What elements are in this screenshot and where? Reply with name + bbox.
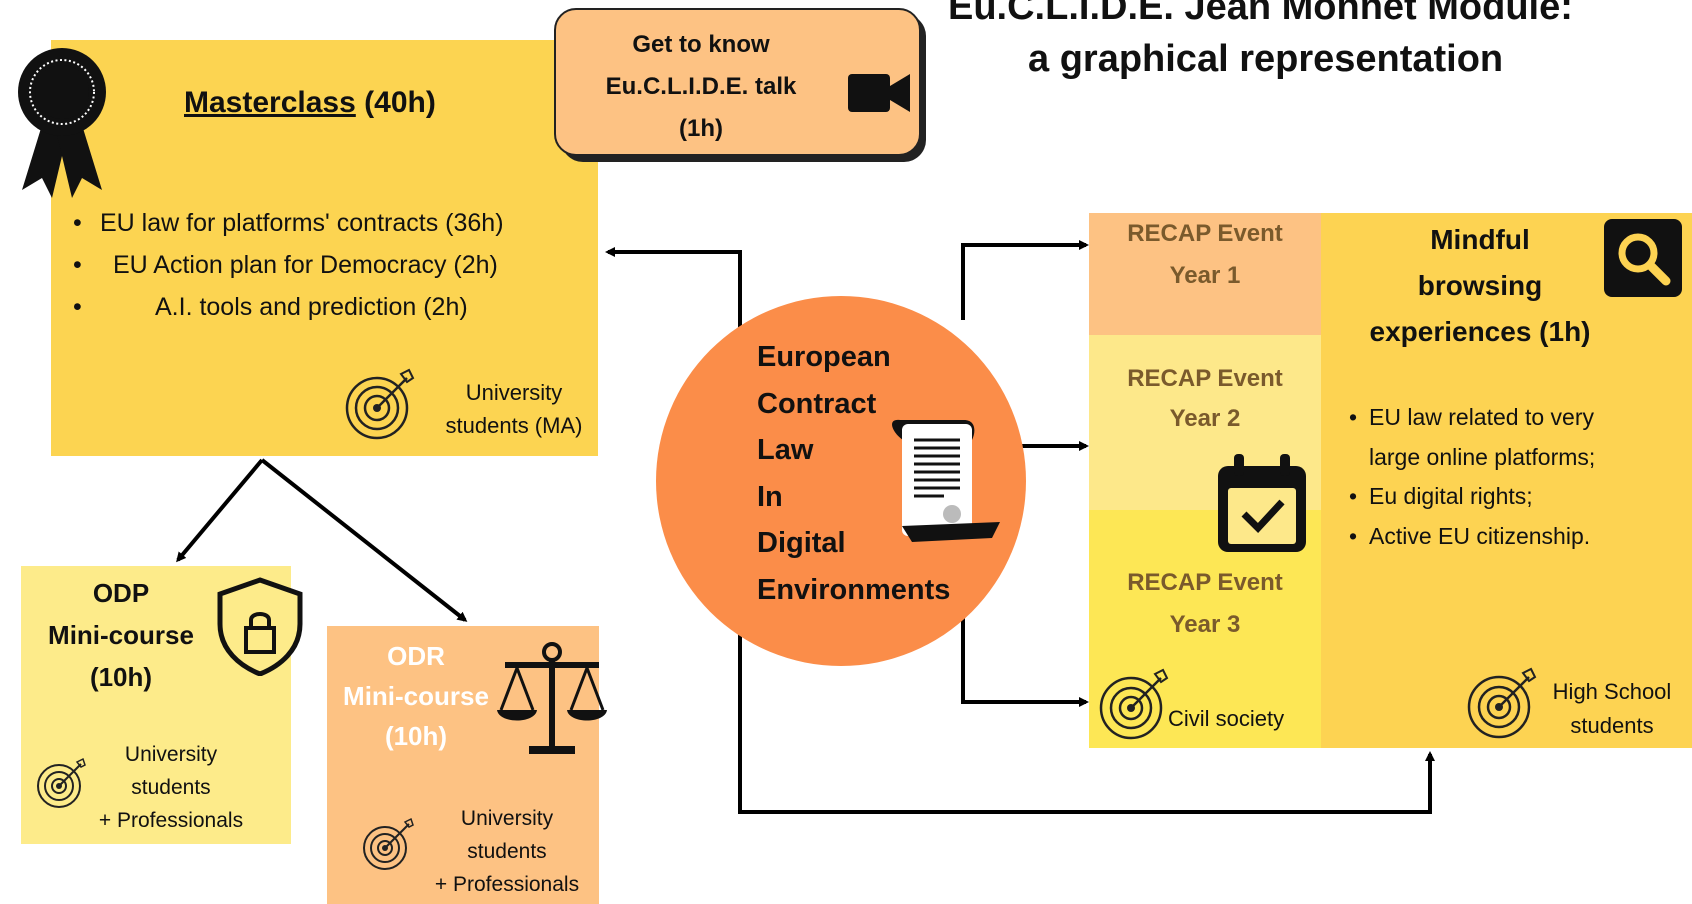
odp-line: ODP [92, 578, 150, 608]
talk-line: Eu.C.L.I.D.E. talk [605, 73, 797, 100]
talk-line: (1h) [679, 115, 723, 142]
recap-line: Year 2 [1169, 405, 1241, 432]
masterclass-topic: EU law for platforms' contracts (36h) [100, 209, 504, 237]
mindful-topics: •EU law related to very large online pla… [1349, 404, 1596, 549]
mindful-target: High School students [1537, 675, 1687, 743]
odr-target: University students + Professionals [417, 802, 597, 901]
target-line: students [467, 840, 547, 863]
odp-box: ODP Mini-course (10h) University student… [21, 566, 303, 844]
target-line: students (MA) [445, 413, 583, 438]
odp-target: University students + Professionals [81, 738, 261, 837]
recap-year3-text: RECAP Event Year 3 [1089, 562, 1321, 646]
arrow-to-recap-year3 [961, 600, 1089, 707]
document-scroll-icon [892, 419, 1000, 542]
odr-title: ODR Mini-course (10h) [327, 636, 505, 756]
award-ribbon-icon [18, 48, 106, 198]
talk-box: Get to know Eu.C.L.I.D.E. talk (1h) [554, 8, 921, 156]
magnifier-icon [1604, 219, 1682, 297]
masterclass-title: Masterclass (40h) [184, 86, 436, 120]
mindful-line: experiences (1h) [1369, 316, 1591, 347]
scales-icon [497, 642, 607, 754]
mindful-topic: large online platforms; [1369, 443, 1596, 470]
recap-line: RECAP Event [1127, 569, 1283, 596]
talk-line: Get to know [632, 31, 770, 58]
recap-line: Year 3 [1169, 611, 1241, 638]
masterclass-box: Masterclass (40h) •EU law for platforms'… [51, 40, 598, 456]
center-title: European Contract Law In Digital Environ… [757, 334, 950, 613]
shield-lock-icon [217, 577, 303, 676]
odr-line: Mini-course [343, 681, 489, 711]
arrow-to-recap-year1 [961, 240, 1089, 320]
mindful-topic: Eu digital rights; [1369, 483, 1533, 509]
arrow-to-odr [260, 458, 468, 622]
center-line: Law [757, 434, 814, 466]
target-line: students [131, 776, 211, 799]
target-line: University [460, 807, 554, 830]
masterclass-hours: (40h) [364, 86, 436, 119]
odr-line: ODR [387, 641, 445, 671]
center-line: In [757, 480, 783, 513]
video-camera-icon [848, 74, 910, 112]
target-line: University [124, 743, 218, 766]
target-line: University [465, 380, 563, 405]
center-line: Environments [757, 573, 951, 606]
target-line: students [1570, 713, 1654, 738]
masterclass-name: Masterclass [184, 86, 356, 119]
target-icon [1099, 668, 1169, 740]
target-icon [363, 817, 414, 870]
masterclass-topic: A.I. tools and prediction (2h) [155, 293, 468, 321]
target-icon [37, 757, 86, 808]
arrow-to-odp [176, 458, 264, 563]
mindful-line: Mindful [1430, 224, 1530, 255]
recap-line: Year 1 [1169, 262, 1241, 289]
center-line: Contract [757, 387, 877, 420]
recap-year2-text: RECAP Event Year 2 [1089, 359, 1321, 439]
title-line-2: a graphical representation [1028, 38, 1504, 80]
recap-year1-text: RECAP Event Year 1 [1089, 213, 1321, 297]
target-icon [1467, 667, 1537, 739]
odr-line: (10h) [384, 721, 448, 751]
recap-line: RECAP Event [1127, 365, 1283, 392]
mindful-title: Mindful browsing experiences (1h) [1321, 217, 1639, 355]
title-line-1: Eu.C.L.I.D.E. Jean Monnet Module: [948, 0, 1573, 28]
masterclass-target: University students (MA) [429, 376, 599, 442]
target-line: High School [1552, 679, 1672, 704]
recap-target: Civil society [1168, 706, 1285, 731]
mindful-line: browsing [1417, 270, 1543, 301]
odr-box: ODR Mini-course (10h) University student… [327, 626, 607, 904]
target-icon [345, 368, 415, 440]
calendar-check-icon [1218, 454, 1306, 552]
center-line: Digital [757, 527, 846, 559]
target-line: + Professionals [98, 809, 244, 832]
odp-line: Mini-course [48, 620, 194, 650]
masterclass-topics: •EU law for platforms' contracts (36h) •… [73, 209, 504, 321]
center-line: European [757, 341, 891, 373]
mindful-box: Mindful browsing experiences (1h) •EU la… [1321, 213, 1692, 748]
mindful-topic: Active EU citizenship. [1369, 522, 1591, 549]
talk-text: Get to know Eu.C.L.I.D.E. talk (1h) [566, 24, 836, 150]
odp-line: (10h) [89, 662, 153, 692]
recap-line: RECAP Event [1127, 220, 1283, 247]
mindful-topic: EU law related to very [1369, 404, 1594, 430]
recap-year1-box: RECAP Event Year 1 [1089, 213, 1321, 335]
arrow-to-mindful [738, 470, 1435, 814]
odp-title: ODP Mini-course (10h) [21, 572, 221, 698]
masterclass-topic: EU Action plan for Democracy (2h) [113, 251, 498, 279]
target-line: + Professionals [434, 873, 580, 896]
